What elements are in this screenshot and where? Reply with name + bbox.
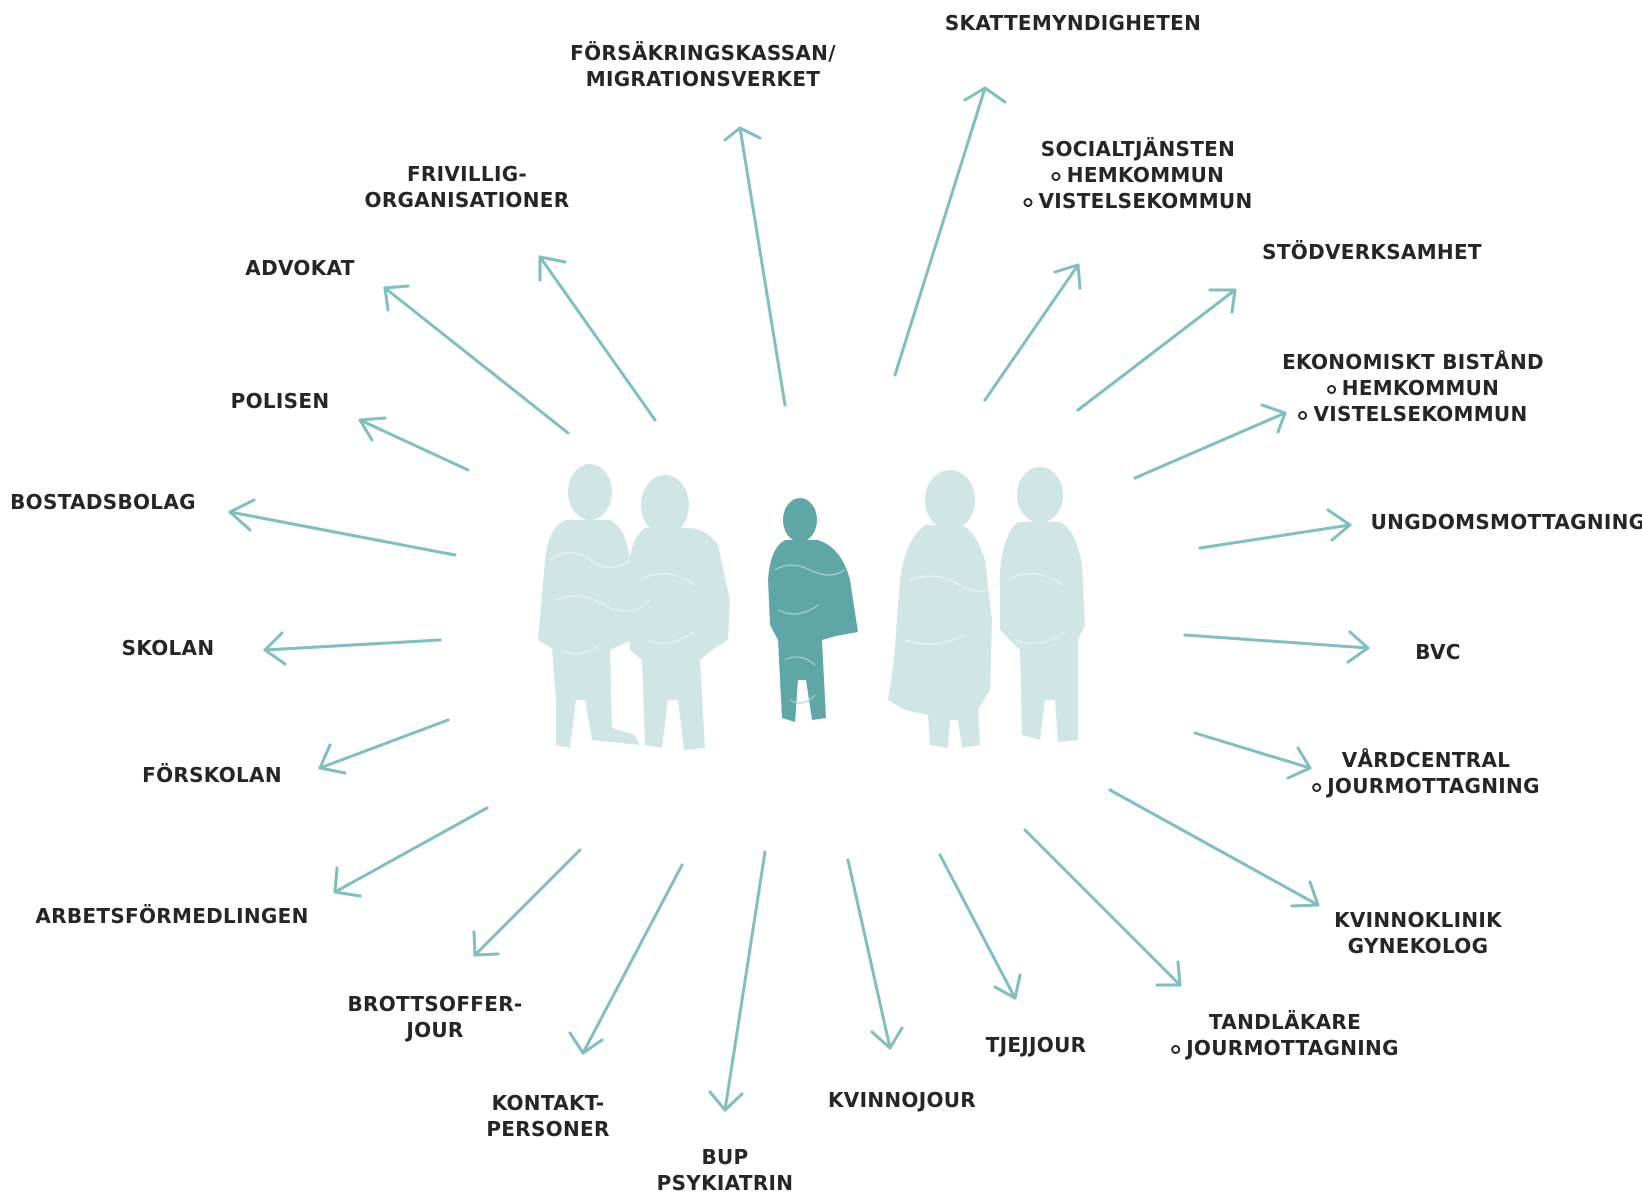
label-stodverksamhet: STÖDVERKSAMHET (1262, 239, 1482, 265)
label-text: PSYKIATRIN (656, 1171, 794, 1195)
arrow-skattemyndigheten (893, 86, 1007, 377)
arrow-arbetsformedlingen (333, 806, 489, 898)
label-kontakt: KONTAKT- PERSONER (486, 1090, 609, 1142)
person-figure-center (768, 498, 858, 722)
bullet-icon (1298, 411, 1308, 420)
label-text: BROTTSOFFER- (347, 992, 523, 1016)
bullet-icon (1023, 198, 1033, 207)
label-text: BOSTADSBOLAG (10, 490, 196, 514)
label-arbetsformedlingen: ARBETSFÖRMEDLINGEN (35, 903, 308, 929)
label-text: KVINNOJOUR (828, 1088, 976, 1112)
arrow-tjejjour (938, 853, 1022, 1000)
arrow-vardcentral (1193, 731, 1312, 780)
label-text: VISTELSEKOMMUN (1313, 402, 1528, 426)
arrow-ekonomiskt (1133, 403, 1287, 480)
arrow-forskolan (318, 718, 450, 775)
arrow-bup (708, 850, 767, 1112)
label-text: TJEJJOUR (985, 1033, 1087, 1057)
label-subitem: HEMKOMMUN (1023, 162, 1252, 188)
label-frivillig: FRIVILLIG- ORGANISATIONER (365, 161, 570, 213)
label-tandlakare: TANDLÄKARE JOURMOTTAGNING (1171, 1009, 1399, 1061)
label-text: VISTELSEKOMMUN (1038, 189, 1253, 213)
label-text: PERSONER (486, 1117, 610, 1141)
label-text: STÖDVERKSAMHET (1262, 240, 1482, 264)
person-figure-5 (1000, 467, 1085, 742)
label-ekonomiskt: EKONOMISKT BISTÅND HEMKOMMUN VISTELSEKOM… (1282, 349, 1544, 427)
label-text: HEMKOMMUN (1066, 163, 1225, 187)
label-subitem: HEMKOMMUN (1282, 375, 1544, 401)
label-text: ADVOKAT (245, 256, 355, 280)
arrow-bostadsbolag (228, 498, 457, 557)
arrow-brottsoffer (472, 848, 582, 957)
arrow-socialtjansten (983, 263, 1082, 402)
label-text: POLISEN (230, 389, 330, 413)
label-brottsoffer: BROTTSOFFER- JOUR (347, 991, 522, 1043)
label-text: MIGRATIONSVERKET (585, 67, 821, 91)
label-text: JOUR (406, 1018, 464, 1042)
label-text: EKONOMISKT BISTÅND (1282, 350, 1544, 374)
bullet-icon (1312, 783, 1322, 792)
label-text: ARBETSFÖRMEDLINGEN (35, 904, 309, 928)
label-advokat: ADVOKAT (245, 255, 354, 281)
label-text: JOURMOTTAGNING (1327, 774, 1540, 798)
label-text: TANDLÄKARE (1208, 1010, 1362, 1034)
person-figure-4 (888, 470, 992, 748)
label-bostadsbolag: BOSTADSBOLAG (10, 489, 196, 515)
arrow-tandlakare (1023, 828, 1182, 987)
label-forskolan: FÖRSKOLAN (142, 762, 282, 788)
label-socialtjansten: SOCIALTJÄNSTEN HEMKOMMUN VISTELSEKOMMUN (1023, 136, 1252, 214)
label-text: BUP (701, 1145, 749, 1169)
label-subitem: VISTELSEKOMMUN (1282, 401, 1544, 427)
label-skolan: SKOLAN (122, 635, 215, 661)
label-kvinnojour: KVINNOJOUR (828, 1087, 976, 1113)
arrow-polisen (358, 416, 470, 472)
arrow-advokat (383, 284, 570, 435)
arrow-bvc (1183, 630, 1370, 664)
label-text: JOURMOTTAGNING (1186, 1036, 1399, 1060)
label-forsakringskassan: FÖRSÄKRINGSKASSAN/ MIGRATIONSVERKET (570, 40, 836, 92)
label-subitem: JOURMOTTAGNING (1171, 1035, 1399, 1061)
bullet-icon (1051, 172, 1061, 181)
label-skattemyndigheten: SKATTEMYNDIGHETEN (945, 10, 1201, 36)
label-vardcentral: VÅRDCENTRAL JOURMOTTAGNING (1312, 747, 1540, 799)
label-subitem: JOURMOTTAGNING (1312, 773, 1540, 799)
label-text: VÅRDCENTRAL (1341, 748, 1511, 772)
arrow-stodverksamhet (1076, 288, 1237, 412)
label-text: SKATTEMYNDIGHETEN (944, 11, 1202, 35)
bullet-icon (1171, 1045, 1181, 1054)
label-text: FÖRSKOLAN (142, 763, 282, 787)
label-polisen: POLISEN (231, 388, 330, 414)
label-text: KVINNOKLINIK (1334, 908, 1502, 932)
arrow-skolan (263, 631, 442, 666)
label-text: ORGANISATIONER (364, 188, 570, 212)
label-kvinnoklinik: KVINNOKLINIK GYNEKOLOG (1334, 907, 1502, 959)
label-text: KONTAKT- (491, 1091, 605, 1115)
arrow-kvinnojour (846, 858, 904, 1050)
person-figure-1 (538, 464, 640, 748)
arrow-frivillig (538, 255, 657, 422)
label-bvc: BVC (1415, 639, 1461, 665)
label-text: GYNEKOLOG (1347, 934, 1489, 958)
label-text: HEMKOMMUN (1341, 376, 1500, 400)
label-text: FRIVILLIG- (406, 162, 528, 186)
people-group (538, 464, 1085, 750)
label-subitem: VISTELSEKOMMUN (1023, 188, 1252, 214)
label-text: SOCIALTJÄNSTEN (1040, 137, 1236, 161)
arrow-forsakringskassan (723, 126, 787, 407)
arrow-ungdomsmottagning (1198, 508, 1352, 550)
bullet-icon (1326, 385, 1336, 394)
person-figure-2 (628, 475, 730, 750)
arrow-kontakt (568, 863, 684, 1055)
arrow-kvinnoklinik (1108, 788, 1320, 908)
label-ungdomsmottagning: UNGDOMSMOTTAGNING (1371, 509, 1642, 535)
label-bup: BUP PSYKIATRIN (657, 1144, 794, 1196)
label-text: FÖRSÄKRINGSKASSAN/ (570, 41, 836, 65)
label-text: UNGDOMSMOTTAGNING (1370, 510, 1642, 534)
label-text: SKOLAN (121, 636, 215, 660)
label-text: BVC (1415, 640, 1461, 664)
label-tjejjour: TJEJJOUR (986, 1032, 1087, 1058)
